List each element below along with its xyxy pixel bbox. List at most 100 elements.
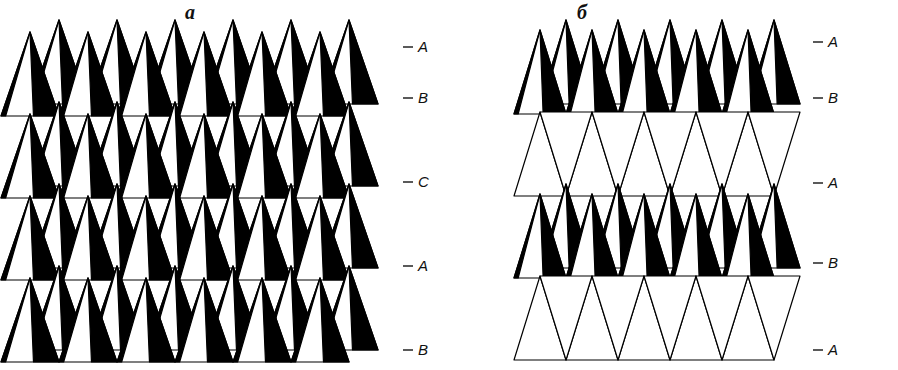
tetrahedron-edge xyxy=(117,278,146,362)
layer-letter: A xyxy=(417,38,429,56)
tetrahedron-edge xyxy=(291,114,320,198)
layer-tick xyxy=(813,41,823,42)
tetrahedron xyxy=(233,32,291,116)
tetrahedron-edge xyxy=(1,278,30,362)
tetrahedron-edge xyxy=(722,194,748,278)
tetrahedron xyxy=(117,114,175,198)
layer-tick xyxy=(403,265,413,266)
tetrahedron xyxy=(59,32,117,116)
tetrahedron-edge xyxy=(59,278,88,362)
tetrahedron-face xyxy=(349,20,378,104)
tetrahedron-edge xyxy=(117,32,146,116)
tetrahedron-face xyxy=(320,196,349,280)
tetrahedron-face xyxy=(204,32,233,116)
tetrahedron xyxy=(618,194,670,278)
tetrahedron-edge xyxy=(670,194,696,278)
tetrahedron-face xyxy=(204,196,233,280)
tetrahedron-edge xyxy=(722,30,748,114)
tetrahedron-face xyxy=(262,114,291,198)
tetrahedron-face xyxy=(204,114,233,198)
tetrahedron-face xyxy=(540,30,566,114)
tetrahedron xyxy=(291,278,349,362)
tetrahedron-edge xyxy=(59,114,88,198)
tetrahedron-face xyxy=(696,30,722,114)
tetrahedron-edge xyxy=(670,30,696,114)
tetrahedron-edge xyxy=(514,30,540,114)
tetrahedron-face xyxy=(320,32,349,116)
tetrahedron-edge xyxy=(175,196,204,280)
layer-tick xyxy=(813,262,823,263)
tetrahedron xyxy=(117,278,175,362)
tetrahedron-edge xyxy=(117,114,146,198)
layer-tick xyxy=(403,97,413,98)
tetrahedron-face xyxy=(30,278,59,362)
tetrahedron-edge xyxy=(59,32,88,116)
tetrahedron xyxy=(566,194,618,278)
tetrahedron xyxy=(670,30,722,114)
tetrahedron-face xyxy=(644,194,670,278)
tetrahedron xyxy=(291,196,349,280)
tetrahedron-face xyxy=(349,102,378,186)
tetrahedron-edge xyxy=(233,32,262,116)
tetrahedron-face xyxy=(88,278,117,362)
tetrahedron xyxy=(722,194,774,278)
tetrahedron-edge xyxy=(175,278,204,362)
tetrahedron-face xyxy=(774,184,800,268)
tetrahedron-edge xyxy=(175,32,204,116)
tetrahedron-face xyxy=(146,196,175,280)
tetrahedron-edge xyxy=(1,114,30,198)
tetrahedron-face xyxy=(146,114,175,198)
tetrahedron-edge xyxy=(514,194,540,278)
tetrahedron-face xyxy=(349,266,378,350)
tetrahedron-edge xyxy=(59,196,88,280)
tetrahedron-face xyxy=(262,278,291,362)
tetrahedron-face xyxy=(30,196,59,280)
tetrahedron-face xyxy=(696,194,722,278)
inverted-tetrahedron xyxy=(644,276,696,360)
tetrahedron xyxy=(59,278,117,362)
tetrahedron xyxy=(233,196,291,280)
layer-tick xyxy=(813,97,823,98)
tetrahedron-edge xyxy=(233,278,262,362)
tetrahedron xyxy=(175,278,233,362)
layer-letter: A xyxy=(827,174,839,192)
tetrahedron-face xyxy=(204,278,233,362)
tetrahedron-face xyxy=(644,30,670,114)
tetrahedron xyxy=(670,194,722,278)
tetrahedron-face xyxy=(748,194,774,278)
layer-letter: C xyxy=(417,173,430,191)
tetrahedron xyxy=(175,196,233,280)
inverted-tetrahedron xyxy=(748,276,800,360)
tetrahedron xyxy=(233,114,291,198)
tetrahedron xyxy=(175,32,233,116)
tetrahedron xyxy=(566,30,618,114)
tetrahedron xyxy=(618,30,670,114)
tetrahedron-edge xyxy=(618,194,644,278)
tetrahedron xyxy=(514,30,566,114)
inverted-tetrahedron xyxy=(696,112,748,196)
layer-letter: A xyxy=(417,257,429,275)
tetrahedron-edge xyxy=(291,196,320,280)
tetrahedron xyxy=(117,196,175,280)
inverted-tetrahedron xyxy=(540,276,592,360)
tetrahedron xyxy=(722,30,774,114)
tetrahedron-edge xyxy=(117,196,146,280)
layer-tick xyxy=(813,349,823,350)
inverted-tetrahedron xyxy=(644,112,696,196)
tetrahedron-edge xyxy=(566,194,592,278)
tetrahedron-edge xyxy=(1,196,30,280)
tetrahedron xyxy=(291,114,349,198)
layer-letter: A xyxy=(827,33,839,51)
tetrahedron xyxy=(59,114,117,198)
layer-letter: B xyxy=(417,89,429,107)
tetrahedron-face xyxy=(774,20,800,104)
tetrahedron-face xyxy=(592,194,618,278)
tetrahedron-face xyxy=(320,278,349,362)
layer-tick xyxy=(403,181,413,182)
tetrahedron xyxy=(233,278,291,362)
tetrahedron-face xyxy=(146,32,175,116)
layer-letter: B xyxy=(417,341,429,359)
tetrahedron-face xyxy=(592,30,618,114)
panel-letter: а xyxy=(184,2,196,22)
tetrahedron xyxy=(1,196,59,280)
